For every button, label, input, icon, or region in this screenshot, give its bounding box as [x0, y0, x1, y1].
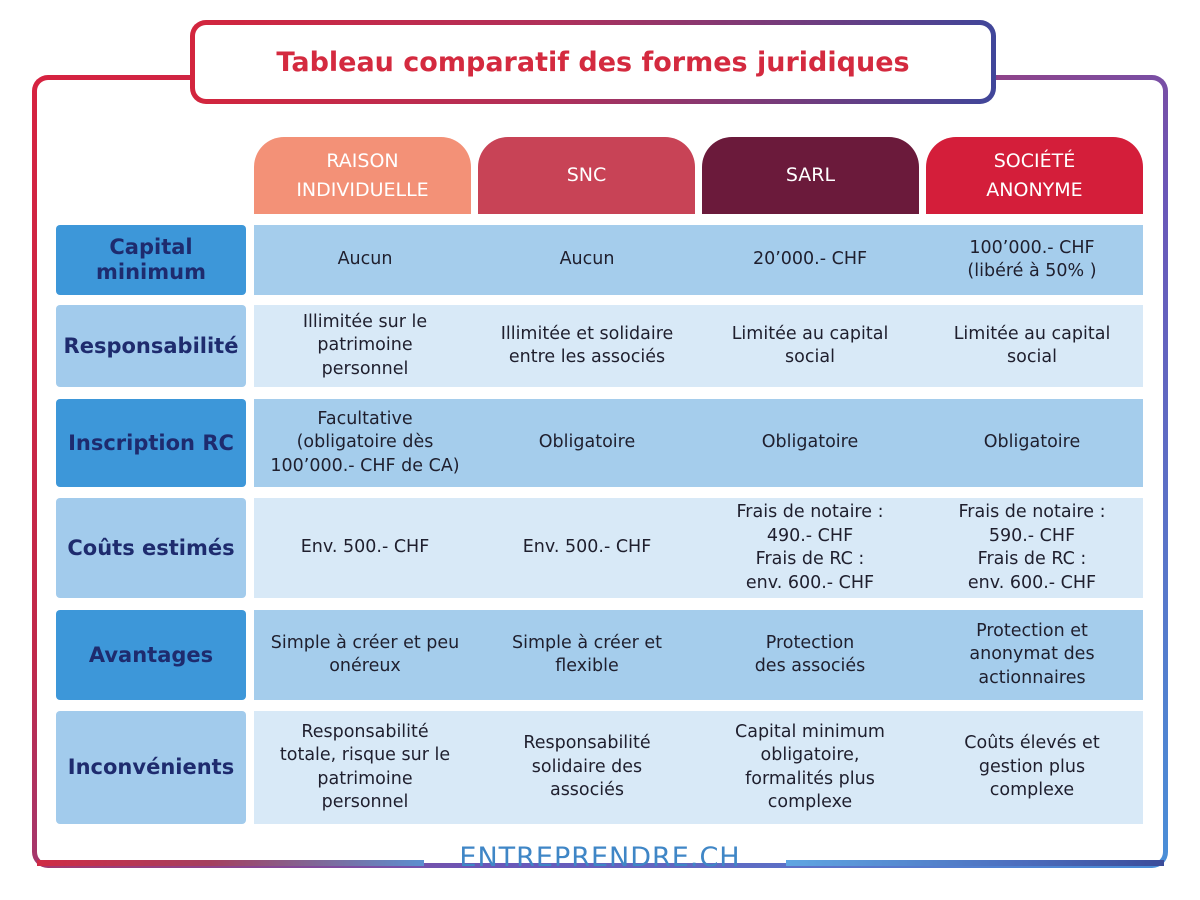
- table-cell: Illimitée sur le patrimoine personnel: [302, 311, 428, 379]
- footer-divider-left: [37, 860, 424, 866]
- row-label-avantages: Avantages: [56, 610, 246, 700]
- row-label-text: Capital minimum: [96, 235, 206, 284]
- table-cell: Env. 500.- CHF: [522, 537, 652, 558]
- column-header-societe-anonyme: SOCIÉTÉ ANONYME: [926, 137, 1143, 214]
- column-header-label: SOCIÉTÉ ANONYME: [986, 149, 1083, 201]
- column-header-label: SARL: [785, 164, 836, 186]
- row-label-text: Responsabilité: [63, 333, 239, 358]
- row-label-couts-estimes: Coûts estimés: [56, 498, 246, 598]
- table-cell: Protection des associés: [754, 632, 866, 677]
- table-cell: Obligatoire: [983, 432, 1081, 453]
- table-cell: Facultative (obligatoire dès 100’000.- C…: [270, 408, 460, 476]
- column-header-raison-individuelle: RAISON INDIVIDUELLE: [254, 137, 471, 214]
- footer-brand: ENTREPRENDRE.CH: [459, 842, 741, 873]
- table-row-avantages: Simple à créer et peu onéreux Simple à c…: [254, 610, 1143, 700]
- table-cell: Illimitée et solidaire entre les associé…: [500, 323, 674, 368]
- table-row-responsabilite: Illimitée sur le patrimoine personnel Il…: [254, 305, 1143, 387]
- column-header-label: SNC: [566, 164, 607, 186]
- page-title: Tableau comparatif des formes juridiques: [276, 46, 910, 78]
- table-cell: Limitée au capital social: [731, 323, 889, 368]
- table-cell: Simple à créer et peu onéreux: [270, 632, 460, 677]
- table-cell: Responsabilité totale, risque sur le pat…: [279, 721, 451, 813]
- table-row-capital-minimum: Aucun Aucun 20’000.- CHF 100’000.- CHF (…: [254, 225, 1143, 295]
- table-cell: Aucun: [337, 249, 393, 270]
- column-header-label: RAISON INDIVIDUELLE: [296, 149, 429, 201]
- table-cell: Frais de notaire : 590.- CHF Frais de RC…: [958, 502, 1106, 593]
- row-label-inconvenients: Inconvénients: [56, 711, 246, 824]
- row-label-text: Coûts estimés: [67, 535, 235, 560]
- row-label-capital-minimum: Capital minimum: [56, 225, 246, 295]
- table-cell: Capital minimum obligatoire, formalités …: [735, 721, 885, 813]
- table-cell: Simple à créer et flexible: [512, 632, 662, 677]
- table-cell: Aucun: [559, 249, 615, 270]
- row-label-responsabilite: Responsabilité: [56, 305, 246, 387]
- table-cell: Protection et anonymat des actionnaires: [969, 620, 1095, 688]
- table-cell: Coûts élevés et gestion plus complexe: [964, 733, 1100, 801]
- table-row-couts-estimes: Env. 500.- CHF Env. 500.- CHF Frais de n…: [254, 498, 1143, 598]
- table-row-inconvenients: Responsabilité totale, risque sur le pat…: [254, 711, 1143, 824]
- table-row-inscription-rc: Facultative (obligatoire dès 100’000.- C…: [254, 399, 1143, 487]
- table-cell: 20’000.- CHF: [752, 249, 868, 270]
- footer-divider-right: [786, 860, 1164, 866]
- table-cell: Limitée au capital social: [953, 323, 1111, 368]
- table-cell: Env. 500.- CHF: [300, 537, 430, 558]
- table-cell: 100’000.- CHF (libéré à 50% ): [967, 237, 1097, 282]
- row-label-text: Inscription RC: [68, 430, 234, 455]
- table-cell: Frais de notaire : 490.- CHF Frais de RC…: [736, 502, 884, 593]
- table-cell: Obligatoire: [761, 432, 859, 453]
- title-box: Tableau comparatif des formes juridiques: [190, 20, 996, 104]
- column-header-sarl: SARL: [702, 137, 919, 214]
- row-label-text: Avantages: [88, 642, 214, 667]
- column-header-snc: SNC: [478, 137, 695, 214]
- table-cell: Responsabilité solidaire des associés: [523, 733, 651, 801]
- row-label-inscription-rc: Inscription RC: [56, 399, 246, 487]
- row-label-text: Inconvénients: [67, 755, 235, 779]
- table-cell: Obligatoire: [538, 432, 636, 453]
